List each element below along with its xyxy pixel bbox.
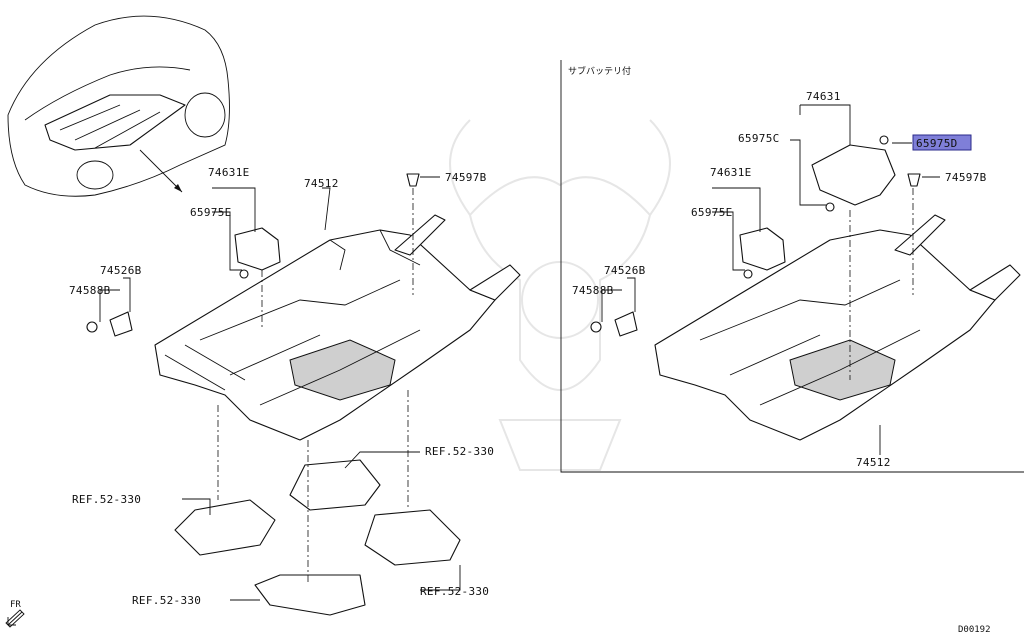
label-74512[interactable]: 74512 [304,177,339,190]
front-arrow-icon [5,609,25,628]
ref-mat-c[interactable] [364,509,461,566]
inset-label-65975d[interactable]: 65975D [916,137,958,150]
fr-label: FR [10,600,21,610]
inset-part-65975c-clip[interactable] [825,202,835,212]
inset-part-74597b-clip[interactable] [907,173,921,187]
label-ref-a[interactable]: REF.52-330 [425,445,494,458]
leader-lines-left [99,176,461,601]
label-74597b[interactable]: 74597B [445,171,487,184]
inset-label-74631e[interactable]: 74631E [710,166,752,179]
inset-label-74631[interactable]: 74631 [806,90,841,103]
inset-part-74588b-bolt[interactable] [590,321,602,333]
inset-part-74631e-cover[interactable] [739,227,786,271]
label-ref-d[interactable]: REF.52-330 [132,594,201,607]
watermark [449,119,671,471]
part-74631e-cover[interactable] [234,227,281,271]
floor-carpet-main[interactable] [154,214,521,441]
inset-part-65975e-clip[interactable] [743,269,753,279]
inset-part-74631-battery-cover[interactable] [811,144,896,206]
inset-label-74597b[interactable]: 74597B [945,171,987,184]
label-ref-c[interactable]: REF.52-330 [420,585,489,598]
ref-mat-b[interactable] [289,459,381,511]
inset-label-74512[interactable]: 74512 [856,456,891,469]
inset-title: サブバッテリ付 [568,65,631,77]
inset-part-65975d-clip[interactable] [879,135,889,145]
ref-mat-a[interactable] [174,499,276,556]
highlight-65975d [912,134,972,151]
leader-lines-inset [601,104,940,455]
part-74597b-clip[interactable] [406,173,420,187]
inset-label-65975c[interactable]: 65975C [738,132,780,145]
part-74588b-bolt[interactable] [86,321,98,333]
sub-battery-inset [560,60,1024,473]
vehicle-locator-sketch [7,15,230,197]
label-74588b[interactable]: 74588B [69,284,111,297]
label-74526b[interactable]: 74526B [100,264,142,277]
part-65975e-clip[interactable] [239,269,249,279]
inset-label-65975e[interactable]: 65975E [691,206,733,219]
part-74526b-bracket[interactable] [109,311,133,337]
ref-mat-d[interactable] [254,574,366,616]
label-65975e[interactable]: 65975E [190,206,232,219]
label-74631e[interactable]: 74631E [208,166,250,179]
inset-part-74526b-bracket[interactable] [614,311,638,337]
diagram-code: D00192 [958,625,991,635]
inset-label-74526b[interactable]: 74526B [604,264,646,277]
label-ref-b[interactable]: REF.52-330 [72,493,141,506]
inset-label-74588b[interactable]: 74588B [572,284,614,297]
inset-floor-carpet[interactable] [654,214,1021,441]
